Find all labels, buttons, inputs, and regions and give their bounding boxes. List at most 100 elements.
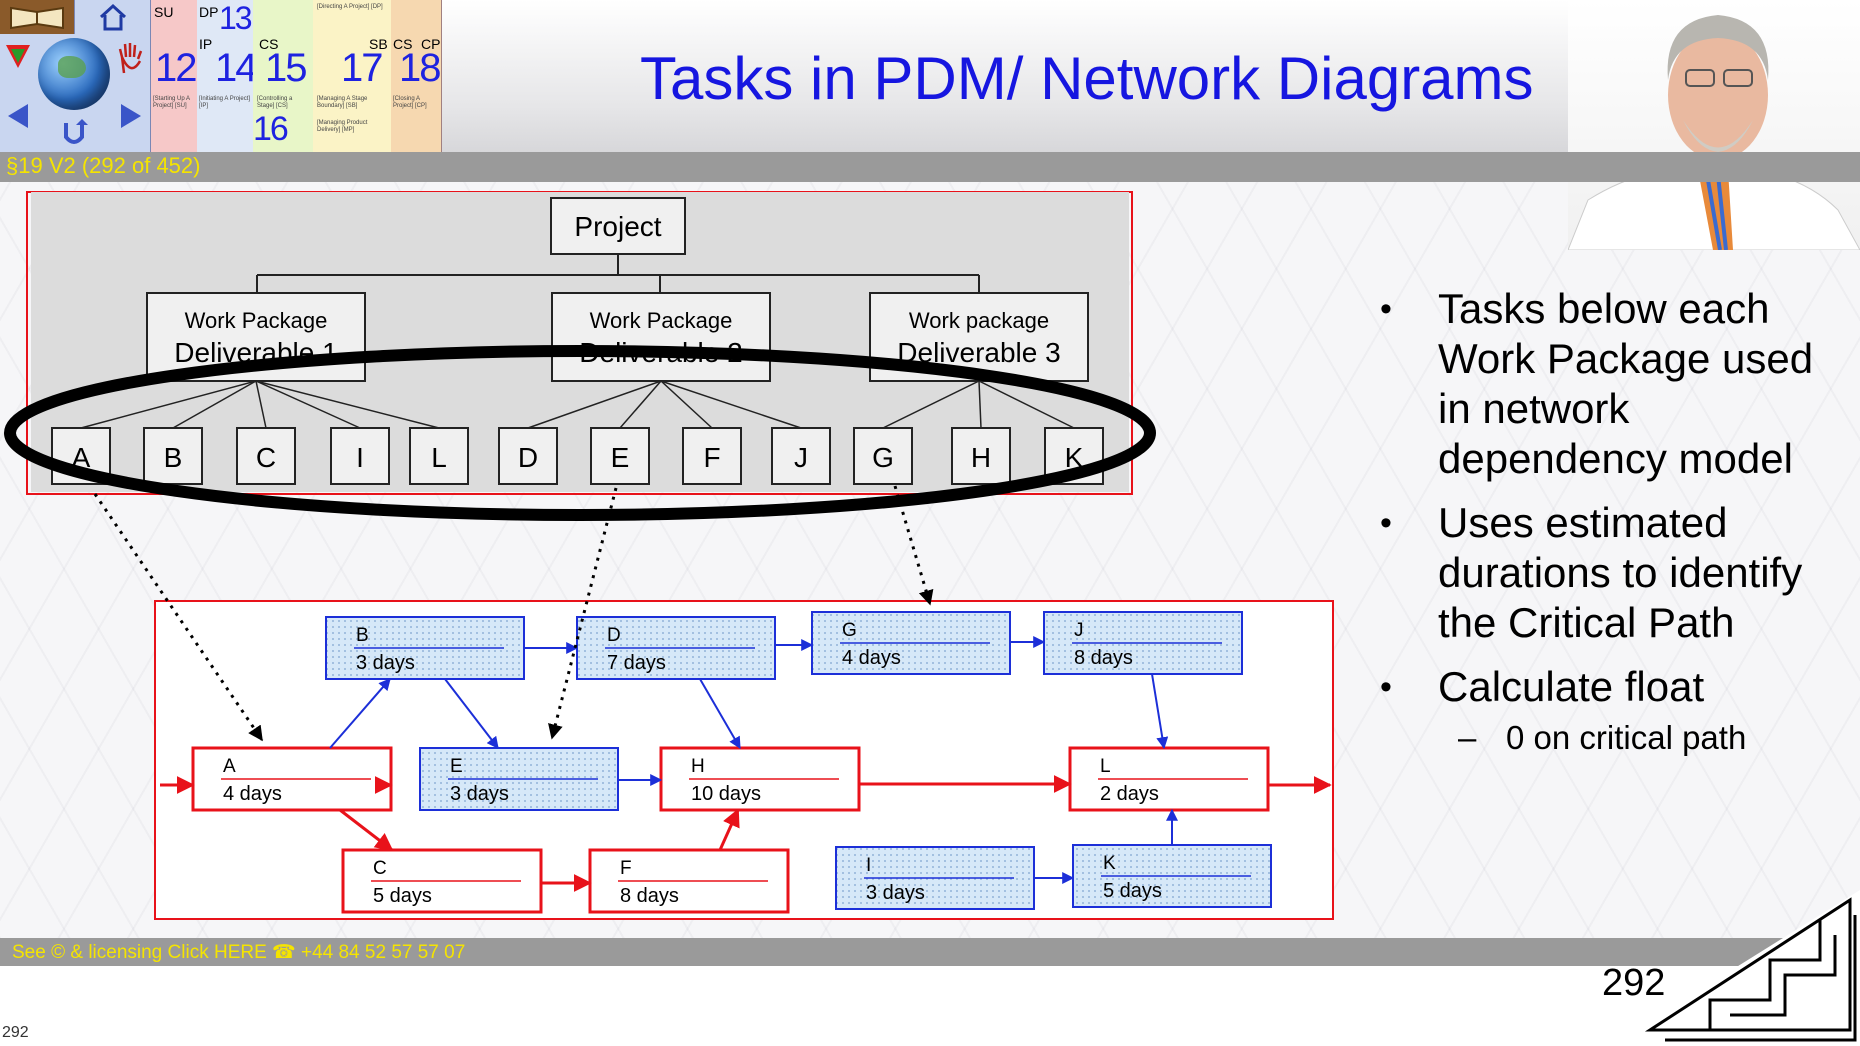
globe-icon[interactable] bbox=[38, 38, 110, 110]
task-box bbox=[853, 427, 913, 485]
back-arrow-icon[interactable] bbox=[0, 96, 36, 136]
task-node-duration: 8 days bbox=[1074, 647, 1133, 669]
task-label: G bbox=[872, 442, 894, 473]
tab-description: [Controlling a Stage] [CS] bbox=[257, 96, 293, 109]
task-node-label: D bbox=[607, 625, 621, 646]
tab-code: SU bbox=[154, 4, 174, 20]
process-tab-cp[interactable]: CS CP 18 [Closing A Project] [CP] bbox=[391, 0, 442, 152]
book-icon[interactable] bbox=[0, 0, 75, 34]
forward-arrow-icon[interactable] bbox=[112, 96, 150, 136]
task-node-label: E bbox=[450, 756, 463, 777]
task-node-duration: 2 days bbox=[1100, 783, 1159, 805]
section-strip bbox=[0, 152, 1860, 182]
task-node-label: K bbox=[1103, 853, 1116, 874]
task-connector bbox=[660, 380, 802, 429]
tab-code: SB bbox=[369, 36, 388, 52]
task-node-label: A bbox=[223, 756, 236, 777]
tree-connector bbox=[256, 254, 980, 293]
home-icon[interactable] bbox=[76, 0, 150, 34]
task-node-label: F bbox=[620, 858, 632, 879]
task-connector bbox=[660, 380, 713, 429]
task-label: C bbox=[256, 442, 276, 473]
task-node-label: J bbox=[1074, 620, 1084, 641]
task-connector bbox=[978, 380, 1075, 429]
task-node-duration: 3 days bbox=[866, 882, 925, 904]
task-node-duration: 4 days bbox=[842, 647, 901, 669]
sub-bullet-item: 0 on critical path bbox=[1380, 718, 1850, 758]
tab-description: [Starting Up A Project] [SU] bbox=[153, 96, 190, 109]
task-box bbox=[498, 427, 558, 485]
process-tab-cs[interactable]: CS 15 [Controlling a Stage] [CS] 16 bbox=[253, 0, 314, 152]
task-node-label: B bbox=[356, 625, 369, 646]
tab-number: 18 bbox=[399, 46, 441, 90]
tab-number: 13 bbox=[219, 0, 253, 36]
task-connector bbox=[255, 380, 440, 429]
tab-description: [Closing A Project] [CP] bbox=[393, 96, 427, 109]
section-reference: §19 V2 (292 of 452) bbox=[6, 153, 201, 178]
task-node-duration: 3 days bbox=[450, 783, 509, 805]
task-connector bbox=[80, 380, 257, 429]
slide-index: 292 bbox=[2, 1024, 29, 1041]
task-box bbox=[951, 427, 1011, 485]
dependency-arrow bbox=[444, 678, 499, 749]
task-box bbox=[143, 427, 203, 485]
task-connector bbox=[527, 380, 662, 429]
tab-number: 14 bbox=[215, 46, 254, 90]
task-label: H bbox=[971, 442, 991, 473]
task-label: L bbox=[431, 442, 447, 473]
work-package-title: Work package bbox=[909, 308, 1049, 333]
tab-description: [Managing Product Delivery] [MP] bbox=[317, 120, 368, 133]
footer-strip bbox=[0, 938, 1860, 966]
task-connector bbox=[882, 380, 980, 429]
project-label: Project bbox=[574, 211, 661, 242]
process-tab-dp[interactable]: DP 13 IP 14 [Initiating A Project] [IP] bbox=[197, 0, 254, 152]
task-label: B bbox=[164, 442, 183, 473]
task-node-label: L bbox=[1100, 756, 1111, 777]
task-node-duration: 7 days bbox=[607, 652, 666, 674]
tab-code: CS bbox=[259, 36, 279, 52]
dependency-arrow bbox=[329, 678, 391, 749]
task-node-label: C bbox=[373, 858, 387, 879]
task-node-duration: 5 days bbox=[1103, 880, 1162, 902]
slide-title: Tasks in PDM/ Network Diagrams bbox=[640, 45, 1534, 112]
bullet-list: Tasks below each Work Package used in ne… bbox=[1380, 284, 1850, 758]
task-connector bbox=[255, 380, 267, 429]
task-box bbox=[236, 427, 296, 485]
task-node-duration: 4 days bbox=[223, 783, 282, 805]
task-node-label: I bbox=[866, 855, 871, 876]
task-node-label: H bbox=[691, 756, 705, 777]
task-connector bbox=[255, 380, 361, 429]
dependency-arrow bbox=[1151, 673, 1169, 750]
task-node-duration: 3 days bbox=[356, 652, 415, 674]
tab-description: [Initiating A Project] [IP] bbox=[199, 96, 251, 109]
tab-number: 12 bbox=[155, 46, 197, 90]
task-connector bbox=[619, 380, 662, 429]
project-box bbox=[550, 197, 686, 255]
tab-code: CS bbox=[393, 36, 413, 52]
process-tab-su[interactable]: SU 12 [Starting Up A Project] [SU] bbox=[151, 0, 198, 152]
return-icon[interactable] bbox=[54, 112, 94, 152]
bullet-item: Tasks below each Work Package used in ne… bbox=[1380, 284, 1850, 484]
footer-area bbox=[0, 966, 1860, 1046]
tab-description: [Managing A Stage Boundary] [SB] bbox=[317, 96, 368, 109]
dependency-arrow bbox=[718, 808, 740, 851]
dependency-arrow bbox=[339, 808, 394, 852]
work-package-title: Work Package bbox=[590, 308, 733, 333]
tab-code: IP bbox=[199, 36, 213, 52]
task-connector bbox=[978, 380, 982, 429]
task-node-duration: 5 days bbox=[373, 885, 432, 907]
work-package-title: Work Package bbox=[185, 308, 328, 333]
hand-icon[interactable] bbox=[112, 36, 150, 80]
dependency-arrow bbox=[699, 678, 741, 750]
task-node-duration: 8 days bbox=[620, 885, 679, 907]
task-box bbox=[771, 427, 831, 485]
process-tab-sb[interactable]: [Directing A Project] [DP] SB 17 [Managi… bbox=[313, 0, 392, 152]
nav-panel bbox=[0, 0, 151, 152]
logo-icon bbox=[0, 36, 36, 76]
task-label: J bbox=[794, 442, 808, 473]
task-label: I bbox=[356, 442, 364, 473]
task-box bbox=[682, 427, 742, 485]
licensing-link[interactable]: See © & licensing Click HERE ☎ +44 84 52… bbox=[12, 942, 466, 963]
